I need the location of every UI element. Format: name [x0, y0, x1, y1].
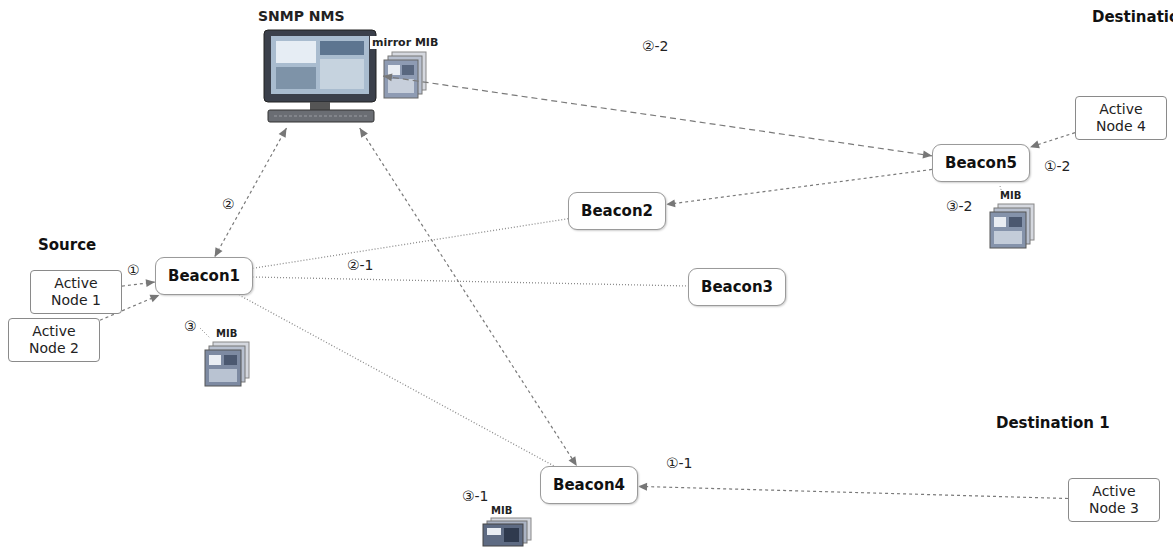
connector-line — [383, 76, 932, 156]
arrow-head — [1030, 141, 1040, 149]
active-node-box: Active Node 2 — [8, 318, 100, 362]
callout-number: ② — [220, 196, 237, 213]
node-text: Active Node 1 — [44, 275, 108, 309]
node-text: Beacon2 — [581, 202, 653, 220]
arrow-head — [146, 279, 155, 287]
arrow-head — [279, 128, 287, 138]
connector-line — [239, 295, 554, 466]
nms-station: SNMP NMS — [258, 6, 383, 128]
connector — [383, 73, 932, 158]
beacon-box: Beacon1 — [155, 257, 253, 295]
connector-line — [666, 169, 932, 204]
connector — [253, 277, 688, 286]
node-text: Beacon4 — [553, 476, 625, 494]
callout-number: ①-2 — [1042, 158, 1073, 175]
node-text: SNMP NMS — [258, 8, 345, 24]
mib-icon — [483, 518, 531, 546]
callout-number: ③ — [182, 318, 199, 335]
mib-label: mirror MIB — [370, 36, 440, 49]
arrow-head — [149, 295, 159, 302]
node-text: Beacon1 — [168, 267, 240, 285]
arrow-head — [569, 456, 577, 466]
arrow-head — [383, 73, 392, 81]
arrow-head — [215, 247, 223, 257]
mib-icon — [205, 342, 249, 386]
active-node-box: Active Node 4 — [1075, 96, 1167, 140]
beacon-box: Beacon2 — [568, 192, 666, 230]
connector — [1030, 133, 1075, 149]
active-node-box: Active Node 1 — [30, 270, 122, 314]
node-text: Active Node 4 — [1089, 101, 1153, 135]
connector — [360, 128, 577, 466]
mib-label: MIB — [215, 328, 238, 340]
mib-label: MIB — [490, 505, 513, 517]
node-text: Active Node 2 — [22, 323, 86, 357]
callout-number: ① — [125, 262, 142, 279]
connector — [253, 219, 568, 269]
connector-line — [360, 128, 577, 466]
active-node-box: Active Node 3 — [1068, 478, 1160, 522]
connector — [122, 279, 155, 287]
connector-line — [215, 128, 287, 257]
connector — [666, 169, 932, 207]
leader-line — [200, 328, 210, 338]
callout-number: ①-1 — [664, 455, 695, 472]
node-text: Active Node 3 — [1082, 483, 1146, 517]
arrow-head — [360, 128, 368, 138]
beacon-box: Beacon3 — [688, 268, 786, 306]
arrow-head — [638, 483, 647, 491]
beacon-box: Beacon4 — [540, 466, 638, 504]
callout-number: ②-1 — [345, 257, 376, 274]
mib-icon — [384, 52, 426, 98]
connector — [239, 295, 554, 466]
arrow-head — [923, 151, 932, 159]
node-text: Beacon5 — [945, 154, 1017, 172]
group-heading: Destination 2 — [1092, 8, 1173, 26]
callout-number: ②-2 — [640, 38, 671, 55]
computer-icon — [264, 30, 376, 122]
connector — [215, 128, 287, 257]
mib-icon — [990, 204, 1034, 248]
connector-line — [638, 486, 1068, 498]
group-heading: Destination 1 — [996, 414, 1110, 432]
connector — [638, 483, 1068, 499]
connector-line — [253, 277, 688, 286]
mib-label: MIB — [999, 190, 1022, 202]
arrow-head — [666, 199, 675, 207]
group-heading: Source — [38, 236, 96, 254]
beacon-box: Beacon5 — [932, 144, 1030, 182]
connector-line — [253, 219, 568, 269]
callout-number: ③-2 — [944, 198, 975, 215]
callout-number: ③-1 — [460, 488, 491, 505]
node-text: Beacon3 — [701, 278, 773, 296]
